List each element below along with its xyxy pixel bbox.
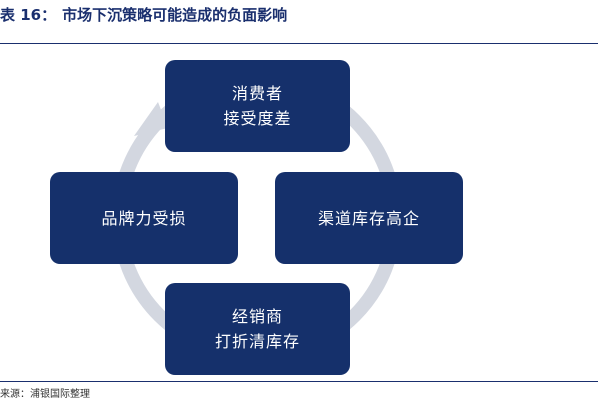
node-line: 经销商	[231, 307, 283, 326]
node-consumer-acceptance: 消费者 接受度差	[165, 60, 350, 152]
cycle-arrowhead	[134, 102, 168, 136]
figure-caption: 市场下沉策略可能造成的负面影响	[62, 6, 288, 24]
header-rule	[0, 43, 598, 44]
node-line: 品牌力受损	[101, 208, 187, 228]
figure-title: 表 16： 市场下沉策略可能造成的负面影响	[0, 4, 287, 26]
figure-number: 表 16：	[0, 6, 57, 24]
source-note: 来源：浦银国际整理	[0, 389, 90, 400]
node-line: 消费者	[231, 84, 283, 103]
node-brand-damage: 品牌力受损	[50, 172, 238, 264]
node-line: 打折清库存	[214, 332, 300, 351]
node-dealer-discount: 经销商 打折清库存	[165, 283, 350, 375]
node-line: 渠道库存高企	[317, 208, 420, 228]
node-channel-inventory: 渠道库存高企	[275, 172, 463, 264]
node-line: 接受度差	[223, 109, 292, 128]
footer-rule	[0, 381, 598, 382]
